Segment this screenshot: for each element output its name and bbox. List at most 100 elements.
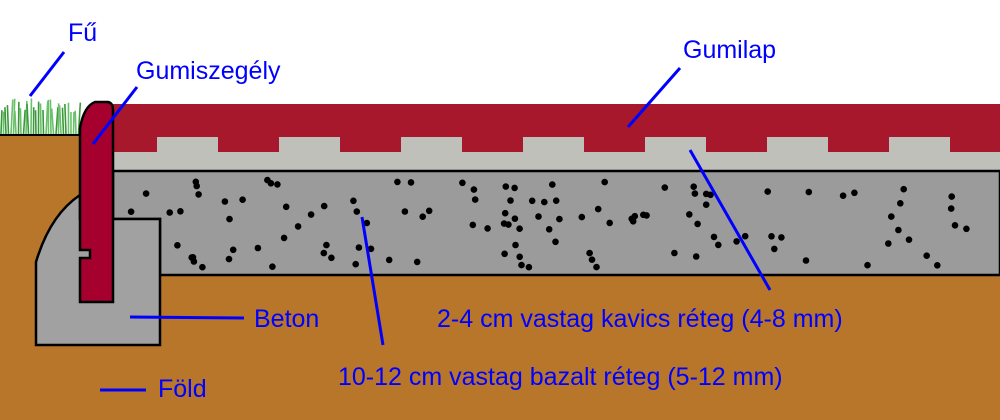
- stone-dot: [254, 244, 262, 252]
- stone-dot: [768, 233, 775, 240]
- stone-dot: [691, 190, 699, 197]
- stone-dot: [541, 198, 548, 206]
- gravel-tooth: [645, 137, 706, 153]
- stone-dot: [601, 178, 608, 186]
- stone-dot: [352, 260, 360, 268]
- grass-blade: [61, 107, 65, 135]
- stone-dot: [471, 196, 479, 203]
- stone-dot: [606, 219, 613, 227]
- stone-dot: [885, 240, 892, 247]
- stone-dot: [188, 254, 195, 261]
- gravel-layer: [113, 152, 1000, 171]
- grass-pointer: [28, 51, 66, 97]
- stone-dot: [694, 220, 701, 228]
- stone-dot: [274, 181, 281, 188]
- stone-dot: [692, 253, 700, 260]
- stone-dot: [355, 244, 363, 251]
- stone-dot: [671, 249, 678, 257]
- grass-blade: [4, 107, 7, 135]
- basalt-layer: [111, 169, 1000, 277]
- label-concrete: Beton: [254, 305, 319, 333]
- stone-dot: [385, 256, 393, 264]
- stone-dot: [282, 203, 290, 211]
- stone-dot: [741, 232, 749, 240]
- stone-dot: [702, 201, 710, 208]
- grass-blade: [6, 105, 10, 135]
- stone-dot: [593, 263, 600, 271]
- stone-dot: [518, 261, 525, 269]
- stone-dot: [177, 208, 184, 215]
- label-basalt: 10-12 cm vastag bazalt réteg (5-12 mm): [338, 363, 783, 391]
- stone-dot: [363, 219, 371, 227]
- grass-blade: [10, 99, 14, 135]
- stone-dot: [897, 200, 904, 207]
- grass: [0, 98, 82, 135]
- stone-dot: [629, 218, 637, 225]
- grass-blade: [26, 103, 30, 135]
- stone-dot: [413, 258, 421, 266]
- stone-dot: [367, 245, 375, 253]
- gravel-tooth: [889, 137, 950, 153]
- stone-dot: [425, 207, 433, 215]
- stone-dot: [661, 184, 669, 191]
- label-gravel: 2-4 cm vastag kavics réteg (4-8 mm): [437, 305, 843, 333]
- stone-dot: [578, 213, 586, 221]
- stone-dot: [516, 253, 523, 261]
- stone-dot: [715, 241, 722, 249]
- stone-dot: [225, 255, 233, 263]
- stone-dot: [269, 263, 276, 271]
- stone-dot: [640, 211, 647, 219]
- stone-dot: [552, 238, 559, 246]
- stone-dot: [771, 245, 778, 253]
- stone-dot: [193, 182, 200, 190]
- grass-blade: [64, 103, 67, 135]
- stone-dot: [948, 193, 955, 200]
- stone-dot: [501, 250, 508, 258]
- rubber-tile-teeth: [157, 137, 950, 153]
- stone-dot: [923, 252, 930, 259]
- stone-dot: [294, 223, 302, 230]
- grass-blade: [50, 108, 55, 135]
- stone-dot: [556, 215, 563, 223]
- stone-dot: [588, 256, 596, 264]
- stone-dot: [900, 185, 907, 193]
- stone-dot: [528, 197, 536, 205]
- grass-blade: [74, 110, 77, 135]
- stone-dot: [839, 192, 847, 199]
- grass-blade: [45, 101, 49, 135]
- stone-dot: [594, 205, 602, 213]
- stone-dot: [229, 246, 237, 254]
- stone-dot: [500, 220, 508, 227]
- stone-dot: [470, 186, 478, 193]
- grass-blade: [55, 107, 59, 135]
- stone-dot: [226, 215, 233, 223]
- stone-dot: [512, 241, 519, 249]
- stone-dot: [502, 183, 510, 190]
- basalt-stones: [127, 176, 970, 271]
- stone-dot: [323, 241, 330, 249]
- stone-dot: [142, 190, 150, 197]
- stone-dot: [221, 198, 229, 205]
- stone-dot: [350, 197, 357, 205]
- stone-dot: [710, 233, 718, 241]
- stone-dot: [549, 181, 556, 188]
- stone-dot: [934, 262, 941, 269]
- gravel-pointer: [688, 149, 772, 291]
- stone-dot: [802, 257, 810, 264]
- stone-dot: [864, 261, 871, 269]
- stone-dot: [947, 205, 955, 212]
- grass-blade: [0, 110, 3, 135]
- grass-blade: [12, 98, 16, 135]
- grass-blade: [49, 99, 52, 135]
- stone-dot: [511, 215, 519, 222]
- stone-dot: [166, 209, 173, 216]
- label-curb: Gumiszegély: [136, 57, 281, 85]
- stone-dot: [459, 179, 466, 187]
- stone-dot: [545, 226, 553, 233]
- stone-dot: [195, 191, 202, 198]
- stone-dot: [199, 263, 206, 271]
- stone-dot: [394, 178, 401, 186]
- stone-dot: [320, 249, 328, 257]
